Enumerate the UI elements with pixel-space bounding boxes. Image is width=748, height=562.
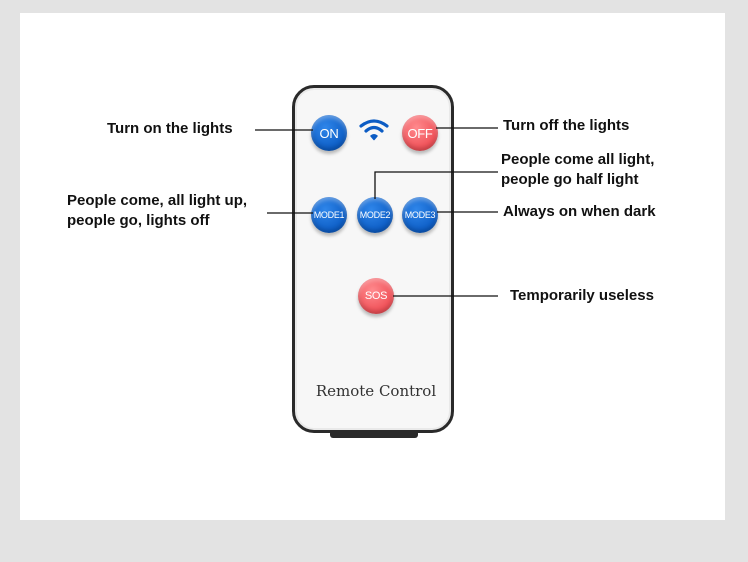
remote-bottom-edge bbox=[330, 430, 418, 438]
wifi-icon bbox=[359, 119, 389, 141]
mode3-button[interactable]: MODE3 bbox=[402, 197, 438, 233]
remote-label: Remote Control bbox=[315, 382, 437, 400]
callout-mode2-line1: People come all light, bbox=[501, 151, 655, 168]
callout-mode1-line2: people go, lights off bbox=[67, 212, 210, 229]
callout-off: Turn off the lights bbox=[503, 117, 630, 134]
callout-mode1-line1: People come, all light up, bbox=[67, 192, 248, 209]
callout-mode2-line2: people go half light bbox=[501, 171, 639, 188]
callout-sos: Temporarily useless bbox=[510, 287, 654, 304]
on-button[interactable]: ON bbox=[311, 115, 347, 151]
mode1-button[interactable]: MODE1 bbox=[311, 197, 347, 233]
callout-mode3: Always on when dark bbox=[503, 203, 656, 220]
callout-on: Turn on the lights bbox=[107, 120, 233, 137]
mode2-button[interactable]: MODE2 bbox=[357, 197, 393, 233]
sos-button[interactable]: SOS bbox=[358, 278, 394, 314]
off-button[interactable]: OFF bbox=[402, 115, 438, 151]
